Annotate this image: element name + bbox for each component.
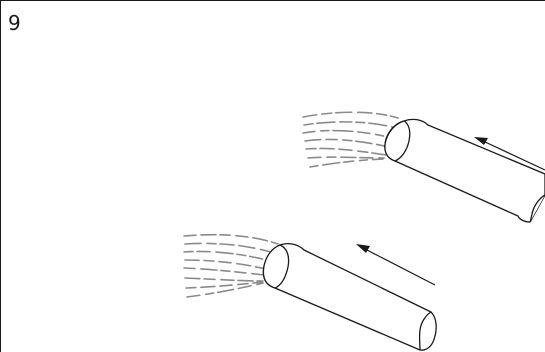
lower-cable: [183, 233, 437, 351]
lower-cable-end-face: [262, 244, 290, 289]
lower-arrow: [356, 244, 436, 286]
step-number: 9: [8, 11, 21, 35]
lower-cable-cut-end: [418, 311, 432, 351]
upper-cable-strands: [302, 111, 399, 168]
upper-cable-cut-end: [529, 194, 545, 223]
upper-cable: [302, 111, 545, 223]
upper-cable-end-face: [384, 120, 411, 162]
lower-cable-strands: [183, 233, 279, 298]
lower-cable-jacket: [262, 243, 437, 351]
upper-arrow: [474, 137, 545, 171]
